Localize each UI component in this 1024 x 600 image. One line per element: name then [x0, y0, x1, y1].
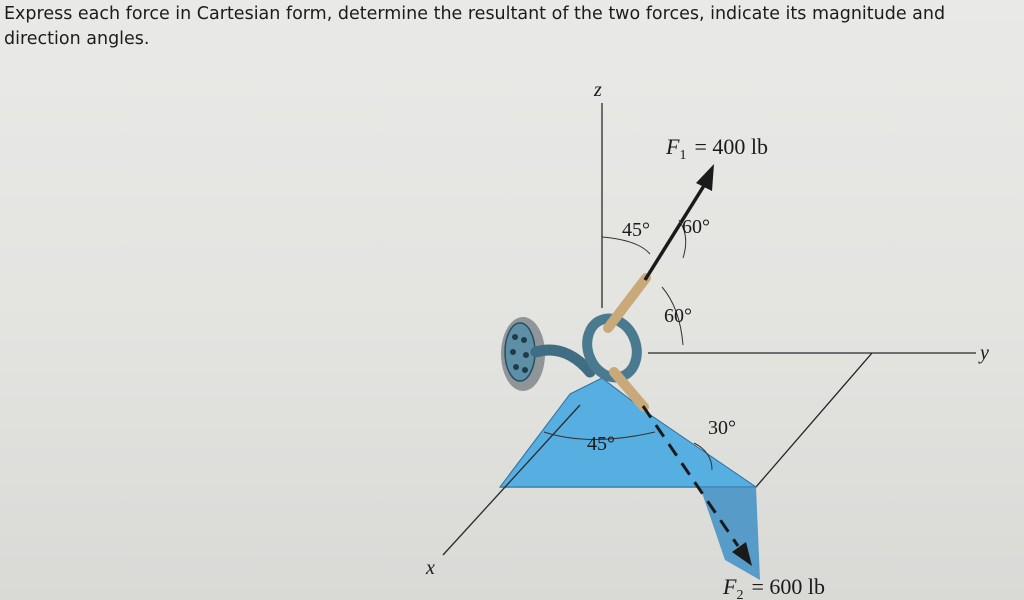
angle-f2-down-label: 30°: [708, 417, 736, 439]
angle-arc-down: [693, 442, 713, 471]
wall-plate: [501, 317, 545, 391]
angle-arc-z: [601, 236, 651, 255]
plane-edge-y: [755, 352, 873, 488]
force-f2-label: F2= 600 lb: [722, 574, 825, 600]
angle-f1-lower-label: 60°: [664, 305, 692, 327]
angle-f2-plane-label: 45°: [587, 433, 615, 455]
force-f1-arrow: [603, 164, 714, 333]
x-axis: [442, 404, 581, 556]
angle-f1-z-label: 45°: [622, 219, 650, 241]
problem-statement: Express each force in Cartesian form, de…: [4, 4, 946, 49]
angle-arc-upper: [678, 219, 687, 259]
y-axis-label: y: [978, 342, 989, 364]
angle-arc-lower: [661, 286, 684, 346]
angle-arc-plane: [543, 431, 656, 440]
z-axis-label: z: [593, 79, 602, 101]
angle-f1-upper-label: 60°: [682, 216, 710, 238]
force-f1-label: F1= 400 lb: [665, 134, 768, 163]
force-plane: [498, 377, 758, 488]
x-axis-label: x: [425, 557, 435, 579]
force-f2-arrow: [609, 367, 752, 566]
eye-hook: [530, 313, 642, 383]
